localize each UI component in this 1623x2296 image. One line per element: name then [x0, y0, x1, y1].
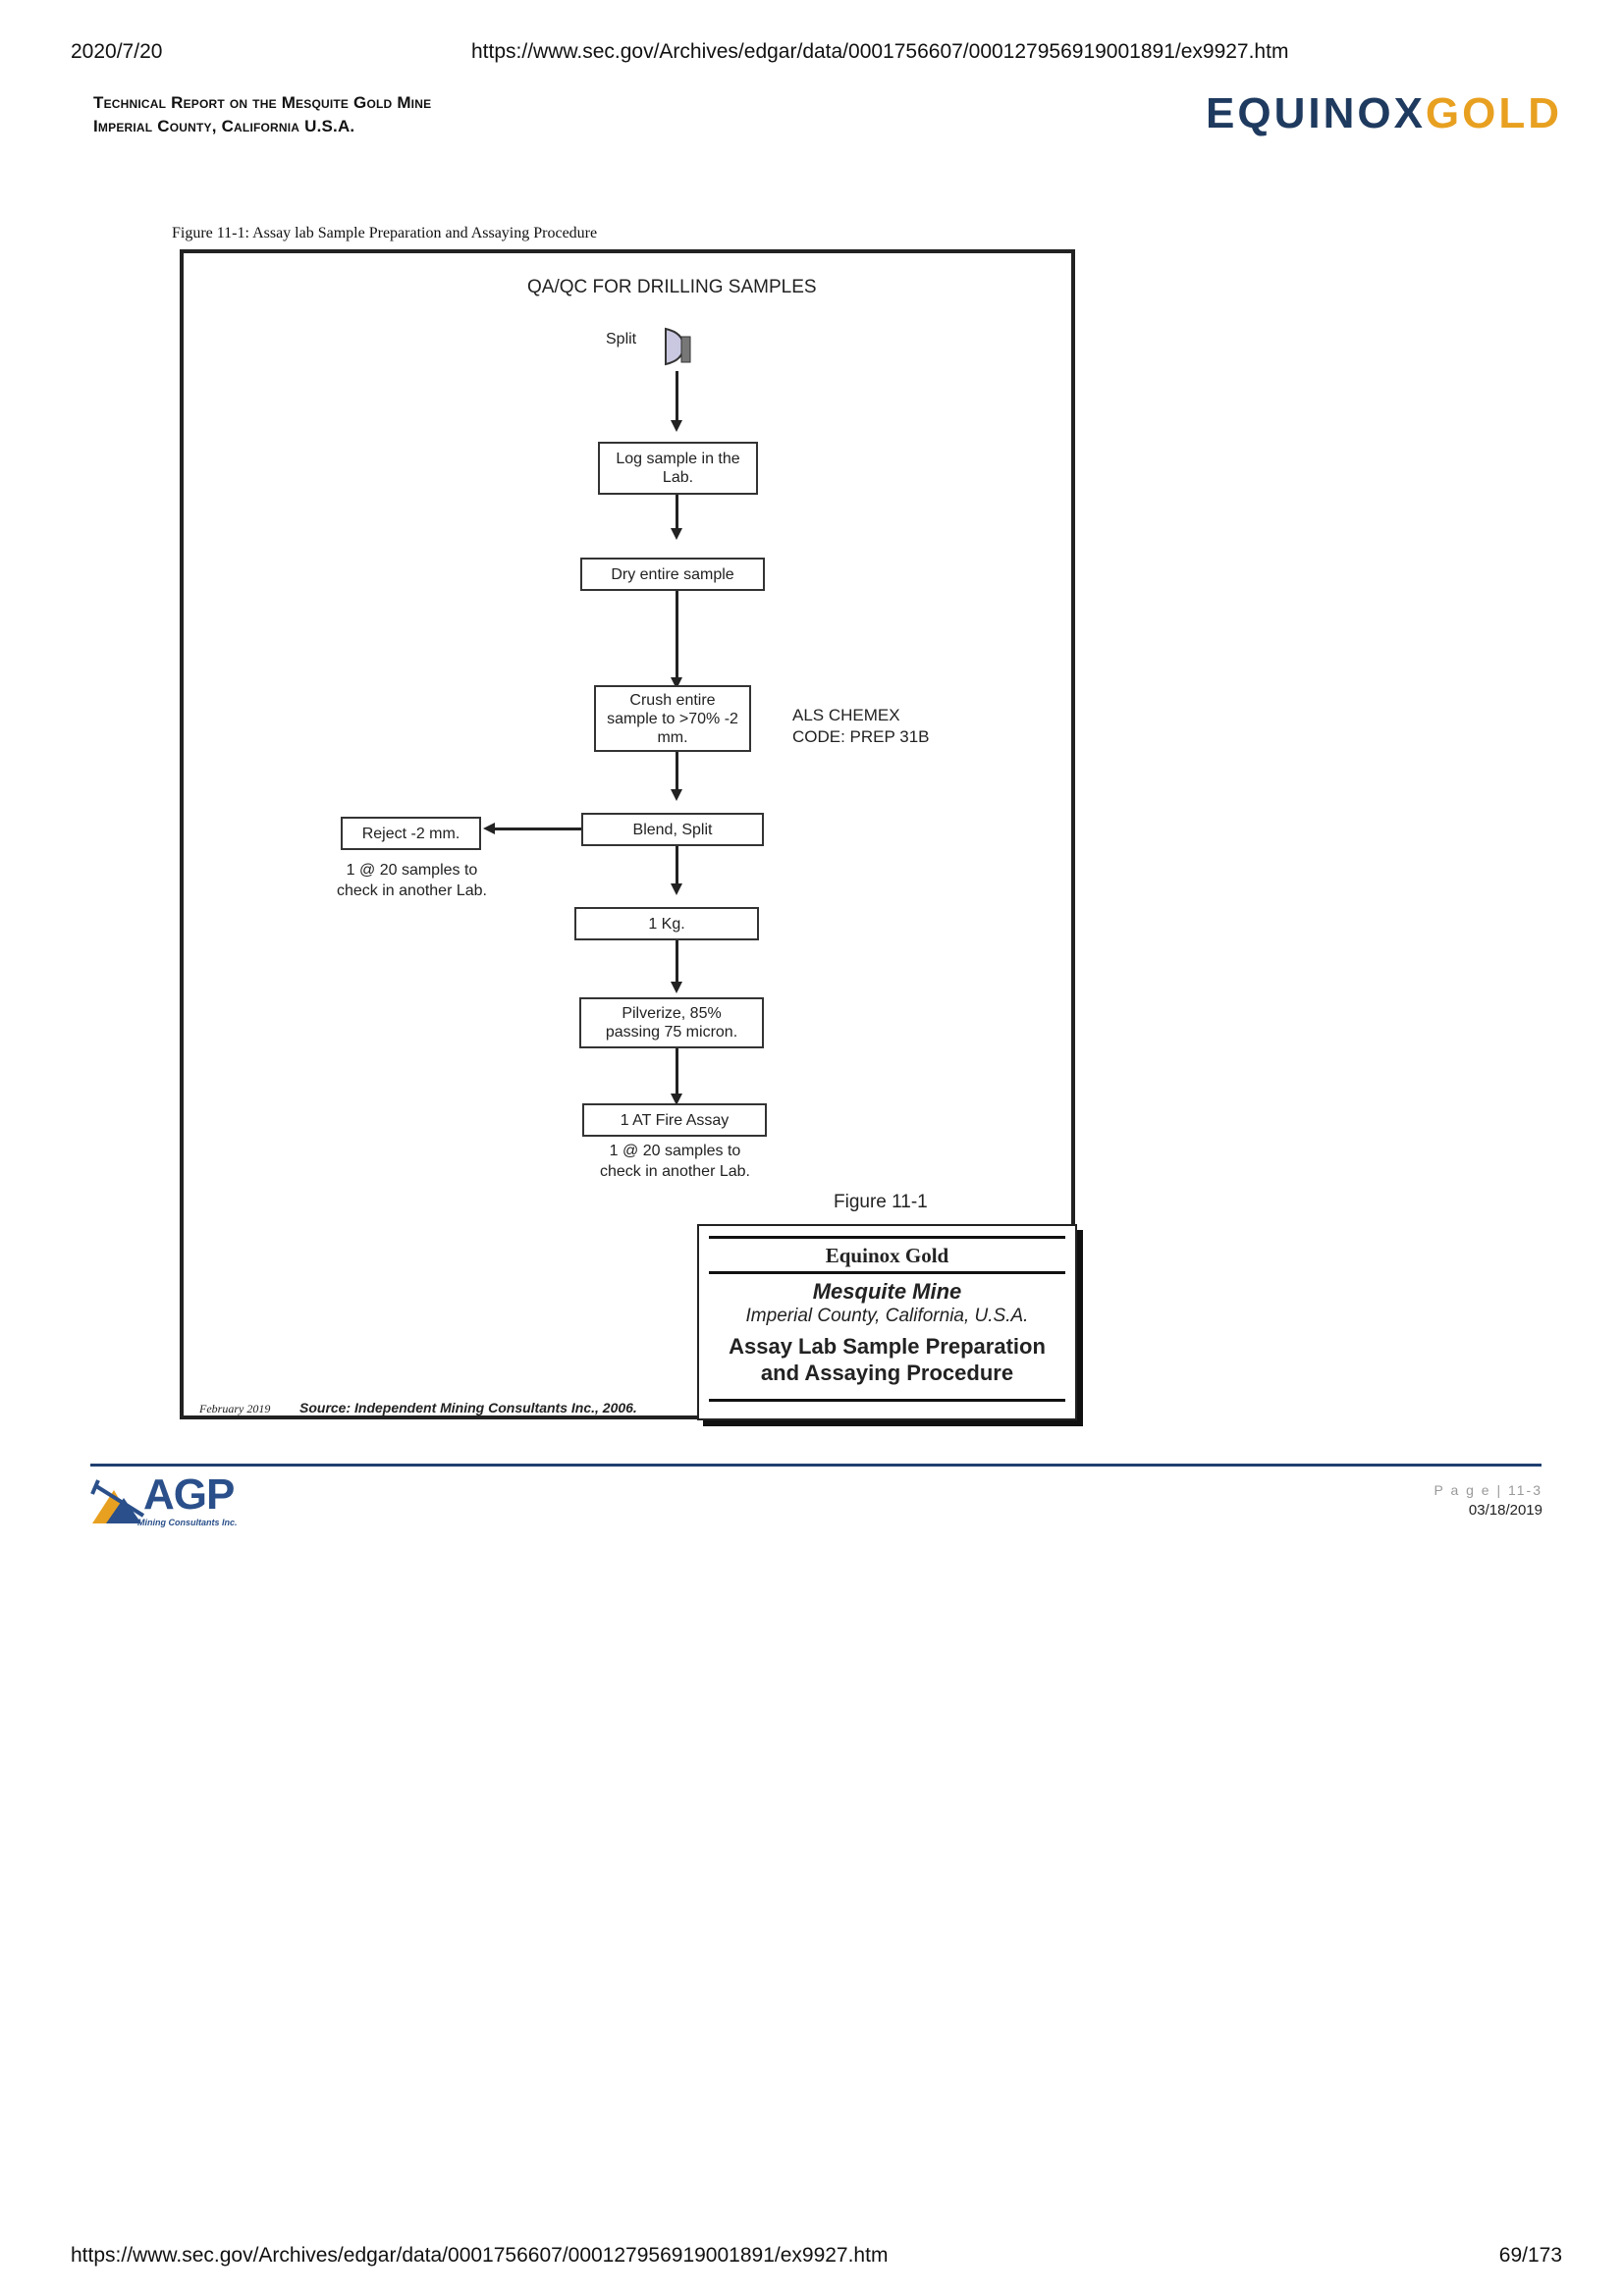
print-page-count: 69/173 — [1498, 2244, 1562, 2267]
title-block-mine: Mesquite Mine — [812, 1279, 962, 1304]
arrow-head — [671, 982, 682, 993]
agp-logo: AGP Mining Consultants Inc. — [90, 1470, 262, 1533]
arrow-head — [671, 528, 682, 540]
title-block-subject-line1: Assay Lab Sample Preparation — [729, 1334, 1046, 1359]
arrow-head — [671, 789, 682, 801]
agp-logo-subtext: Mining Consultants Inc. — [137, 1518, 238, 1527]
step-fire-assay: 1 AT Fire Assay — [582, 1103, 767, 1137]
title-block-subject-line2: and Assaying Procedure — [760, 1361, 1014, 1385]
title-block-rule — [709, 1236, 1065, 1239]
equinox-gold-logo: EQUINOX GOLD — [1206, 86, 1562, 141]
als-line2: CODE: PREP 31B — [792, 727, 930, 746]
logo-gold-text: GOLD — [1425, 89, 1563, 137]
figure-date-note: February 2019 — [199, 1402, 271, 1415]
figure-caption: Figure 11-1: Assay lab Sample Preparatio… — [172, 225, 598, 241]
print-footer-url: https://www.sec.gov/Archives/edgar/data/… — [71, 2244, 889, 2267]
report-title-line2: Imperial County, California U.S.A. — [93, 117, 355, 135]
arrow-head — [671, 420, 682, 432]
title-block-rule — [709, 1271, 1065, 1274]
figure-label: Figure 11-1 — [834, 1192, 928, 1212]
arrow-head — [671, 1094, 682, 1105]
step-crush-sample: Crush entire sample to >70% -2 mm. — [594, 685, 751, 752]
arrow-line-left — [493, 828, 581, 830]
step-1kg: 1 Kg. — [574, 907, 759, 940]
title-block-location: Imperial County, California, U.S.A. — [745, 1306, 1029, 1326]
agp-logo-text: AGP — [143, 1470, 235, 1519]
figure-title-block: Equinox Gold Mesquite Mine Imperial Coun… — [697, 1224, 1077, 1420]
step-blend-split: Blend, Split — [581, 813, 764, 846]
flowchart-heading: QA/QC FOR DRILLING SAMPLES — [527, 277, 817, 297]
split-label: Split — [606, 331, 637, 347]
arrow-line — [676, 940, 678, 984]
title-block-company: Equinox Gold — [825, 1244, 949, 1267]
title-block-rule — [709, 1399, 1065, 1402]
figure-source: Source: Independent Mining Consultants I… — [299, 1400, 637, 1415]
arrow-line — [676, 752, 678, 791]
footer-page-number: P a g e | 11-3 — [1434, 1482, 1542, 1498]
arrow-line — [676, 846, 678, 885]
assay-note: 1 @ 20 samples to check in another Lab. — [600, 1143, 750, 1180]
arrow-head-left — [483, 823, 495, 834]
arrow-line — [676, 371, 678, 422]
logo-equinox-text: EQUINOX — [1206, 89, 1426, 137]
step-log-sample: Log sample in the Lab. — [598, 442, 758, 495]
splitter-icon — [665, 327, 691, 366]
footer-rule — [90, 1464, 1542, 1467]
arrow-head — [671, 883, 682, 895]
footer-date: 03/18/2019 — [1468, 1502, 1542, 1519]
print-url: https://www.sec.gov/Archives/edgar/data/… — [471, 40, 1289, 63]
step-reject: Reject -2 mm. — [341, 817, 481, 850]
als-chemex-label: ALS CHEMEX CODE: PREP 31B — [792, 705, 930, 748]
reject-note: 1 @ 20 samples to check in another Lab. — [337, 862, 487, 899]
step-pulverize: Pilverize, 85% passing 75 micron. — [579, 997, 764, 1048]
als-line1: ALS CHEMEX — [792, 706, 900, 724]
step-dry-sample: Dry entire sample — [580, 558, 765, 591]
arrow-line — [676, 495, 678, 530]
arrow-line — [676, 591, 678, 679]
report-title-line1: Technical Report on the Mesquite Gold Mi… — [93, 93, 432, 112]
flowchart-figure: QA/QC FOR DRILLING SAMPLES Split Log sam… — [180, 249, 1077, 1420]
print-date: 2020/7/20 — [71, 40, 163, 63]
arrow-line — [676, 1048, 678, 1095]
pickaxe-mountain-icon — [90, 1479, 145, 1523]
